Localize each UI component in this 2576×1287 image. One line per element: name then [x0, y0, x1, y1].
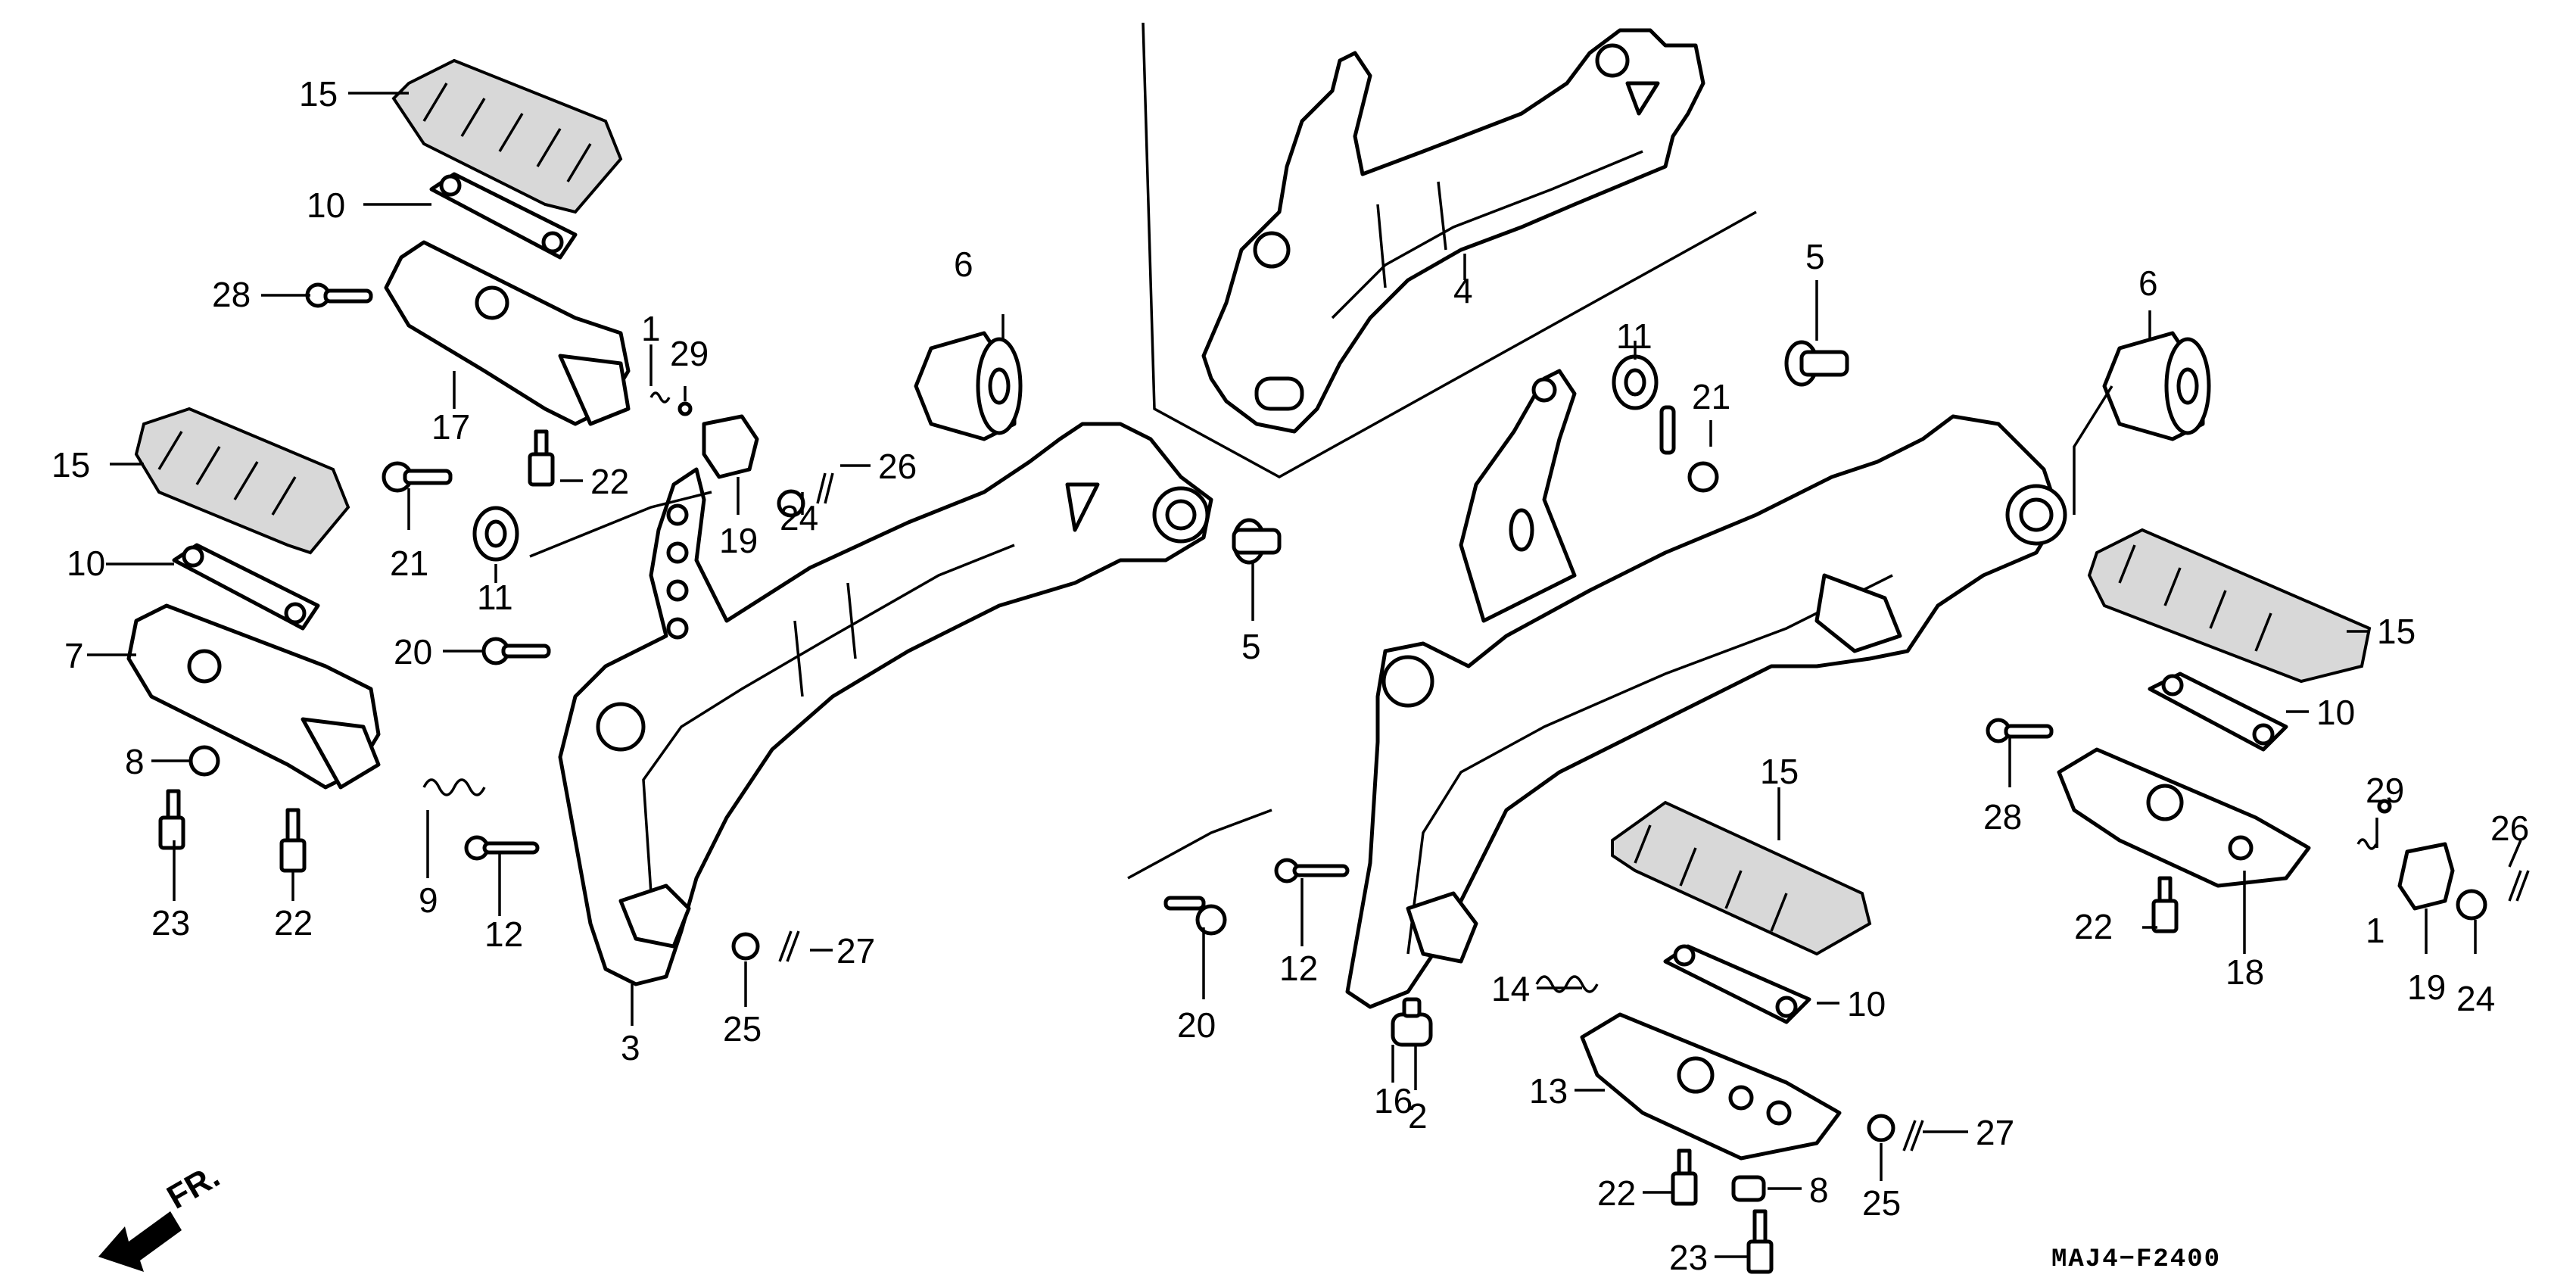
callout-1: 1	[2366, 911, 2385, 950]
collar-6-right	[2102, 331, 2211, 441]
callout-15: 15	[51, 445, 90, 485]
callout-24: 24	[780, 498, 818, 538]
rubber-plate-left	[172, 543, 320, 631]
callout-12: 12	[484, 915, 523, 954]
callout-10: 10	[67, 544, 105, 583]
callout-22: 22	[274, 903, 313, 943]
callout-22: 22	[2074, 907, 2113, 946]
front-direction-label: FR.	[161, 1158, 226, 1217]
rubber-plate-upper-left	[429, 172, 578, 260]
callout-22: 22	[590, 462, 629, 501]
callout-3: 3	[621, 1028, 640, 1067]
callout-28: 28	[212, 275, 251, 314]
callout-4: 4	[1453, 271, 1473, 310]
callout-29: 29	[670, 334, 709, 373]
callout-21: 21	[390, 544, 428, 583]
callout-15: 15	[299, 74, 338, 114]
callout-11: 11	[1616, 316, 1652, 356]
callout-8: 8	[125, 742, 145, 781]
bracket-frame-right	[1345, 369, 2067, 1009]
front-direction-arrow: FR.	[98, 1158, 226, 1272]
callout-26: 26	[2490, 809, 2529, 848]
callout-5: 5	[1241, 627, 1261, 666]
callout-23: 23	[151, 903, 190, 943]
callout-15: 15	[1760, 752, 1799, 791]
callout-22: 22	[1597, 1173, 1636, 1213]
callout-19: 19	[719, 521, 758, 560]
rubber-plate-lower-right	[1663, 944, 1811, 1024]
callout-15: 15	[2377, 612, 2416, 651]
callout-6: 6	[2138, 263, 2158, 303]
callout-20: 20	[1177, 1005, 1216, 1045]
hardware-small-parts	[158, 282, 2530, 1274]
callout-16: 16	[1374, 1081, 1413, 1120]
callout-24: 24	[2456, 979, 2495, 1018]
callout-11: 11	[477, 578, 513, 617]
callout-21: 21	[1692, 377, 1730, 416]
callout-12: 12	[1279, 949, 1318, 988]
callout-26: 26	[878, 447, 917, 486]
callout-10: 10	[2316, 693, 2355, 732]
inset-frame-lines	[1142, 22, 1757, 478]
callout-18: 18	[2226, 952, 2264, 992]
callout-10: 10	[1847, 984, 1886, 1024]
callout-labels: 15 10 28 1 29 17 15 22 26 21 19 24 10 11…	[51, 74, 2529, 1277]
callout-9: 9	[419, 880, 438, 920]
callout-25: 25	[1862, 1183, 1901, 1223]
bracket-frame-upper	[1201, 28, 1705, 434]
footrest-bracket-7	[126, 603, 381, 790]
footrest-bracket-18	[2057, 747, 2311, 888]
drawing-code: MAJ4−F2400	[2051, 1245, 2221, 1274]
footrest-rubber-upper-left	[391, 58, 623, 214]
callout-27: 27	[1976, 1113, 2014, 1152]
footrest-bracket-17	[384, 240, 631, 426]
callout-17: 17	[431, 407, 470, 447]
bracket-frame-left	[558, 422, 1213, 986]
callout-6: 6	[954, 245, 973, 284]
callout-25: 25	[723, 1009, 762, 1049]
callout-28: 28	[1983, 797, 2022, 837]
footrest-rubber-left	[134, 407, 350, 555]
callout-27: 27	[836, 931, 875, 971]
callout-2: 2	[1408, 1096, 1428, 1136]
callout-14: 14	[1491, 969, 1530, 1008]
footrest-rubber-right	[2087, 528, 2372, 684]
callout-8: 8	[1809, 1170, 1829, 1210]
leader-lines	[87, 92, 2522, 1258]
collar-6-left	[914, 331, 1023, 441]
callout-10: 10	[307, 185, 345, 225]
callout-20: 20	[394, 632, 432, 672]
callout-7: 7	[64, 636, 84, 675]
callout-19: 19	[2407, 968, 2446, 1007]
footrest-rubber-lower-right	[1611, 800, 1872, 956]
callout-1: 1	[641, 309, 661, 348]
footrest-bracket-13	[1580, 1012, 1842, 1161]
callout-23: 23	[1669, 1238, 1708, 1277]
callout-29: 29	[2366, 771, 2404, 810]
rubber-plate-right	[2148, 672, 2288, 752]
callout-13: 13	[1529, 1071, 1568, 1111]
callout-5: 5	[1805, 237, 1825, 276]
